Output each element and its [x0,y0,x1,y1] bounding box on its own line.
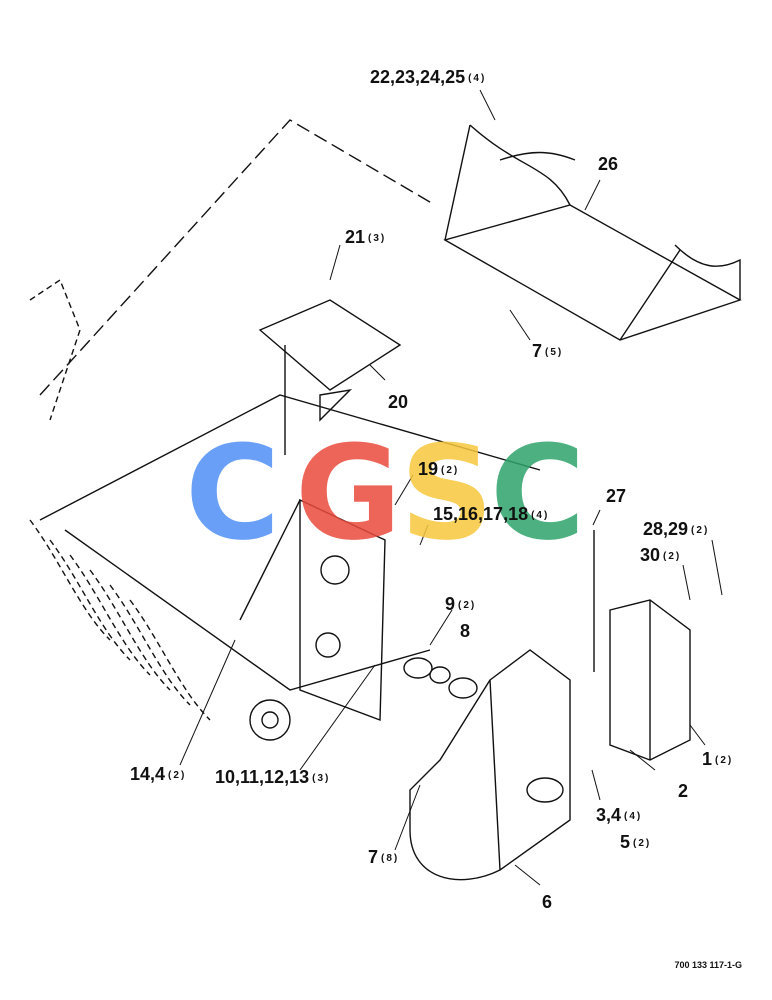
part-quantity: (3) [368,233,387,244]
part-quantity: (4) [531,510,550,521]
watermark-letter: C [185,420,280,560]
part-quantity: (2) [633,838,652,849]
chute-part-26 [443,124,742,341]
part-number: 10,11,12,13 [215,767,310,787]
part-callout-c7b: 7(8) [368,848,399,866]
leader-lines [179,89,723,886]
assembly-guide-line [39,119,436,396]
part-number: 30 [640,545,661,565]
part-callout-c22: 22,23,24,25(4) [370,68,486,86]
part-number: 1 [702,749,713,769]
part-quantity: (2) [441,465,460,476]
watermark-letter: G [295,420,402,560]
part-callout-c1: 1(2) [702,750,733,768]
part-quantity: (4) [468,73,487,84]
part-number: 7 [532,341,543,361]
part-number: 20 [388,392,409,412]
part-quantity: (5) [545,347,564,358]
part-callout-c7a: 7(5) [532,342,563,360]
part-callout-c30: 30(2) [640,546,681,564]
frame-outline [39,394,541,691]
part-quantity: (2) [691,525,710,536]
part-callout-c9: 9(2) [445,595,476,613]
part-callout-c2: 2 [678,782,688,800]
part-number: 8 [460,621,471,641]
drive-housing-part-6 [409,649,571,881]
part-number: 3,4 [596,805,622,825]
part-number: 21 [345,227,366,247]
part-callout-c28: 28,29(2) [643,520,709,538]
part-callout-c15: 15,16,17,18(4) [433,505,549,523]
part-number: 7 [368,847,379,867]
sprocket-assembly [239,498,386,741]
part-number: 22,23,24,25 [370,67,466,87]
part-number: 27 [606,486,627,506]
watermark-letter: C [490,420,585,560]
drawing-reference-number: 700 133 117-1-G [674,960,742,970]
part-callout-c26: 26 [598,155,618,173]
part-callout-c14: 14,4(2) [130,765,186,783]
part-callout-c21: 21(3) [345,228,386,246]
part-quantity: (8) [381,853,400,864]
part-number: 26 [598,154,619,174]
part-number: 9 [445,594,456,614]
shield-plate-part-20 [258,299,402,455]
part-quantity: (2) [168,770,187,781]
part-number: 28,29 [643,519,689,539]
part-number: 14,4 [130,764,166,784]
bearing-set [403,657,478,699]
part-callout-c19: 19(2) [418,460,459,478]
part-number: 15,16,17,18 [433,504,529,524]
part-quantity: (4) [624,811,643,822]
part-quantity: (2) [715,755,734,766]
part-number: 6 [542,892,553,912]
auger-tines [29,278,211,721]
part-callout-c27: 27 [606,487,626,505]
part-number: 5 [620,832,631,852]
part-callout-c5: 5(2) [620,833,651,851]
part-number: 2 [678,781,689,801]
part-callout-c34: 3,4(4) [596,806,642,824]
watermark-logo: C G S C [185,420,585,560]
part-callout-c10: 10,11,12,13(3) [215,768,330,786]
bracket-part-2 [609,599,691,761]
watermark-letter: S [400,420,494,560]
part-quantity: (2) [458,600,477,611]
part-callout-c20: 20 [388,393,408,411]
part-number: 19 [418,459,439,479]
part-quantity: (2) [663,551,682,562]
part-callout-c6: 6 [542,893,552,911]
part-quantity: (3) [312,773,331,784]
part-callout-c8: 8 [460,622,470,640]
